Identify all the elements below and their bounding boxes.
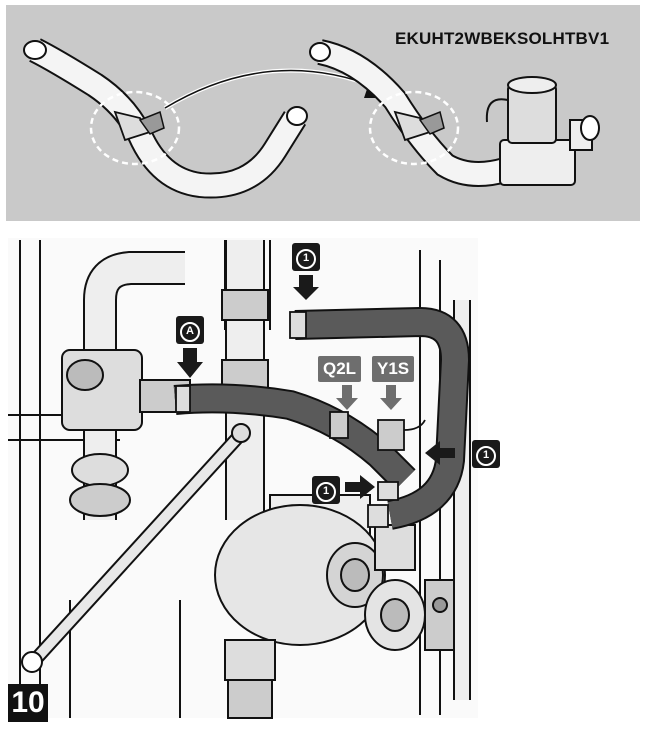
left-elbow-pipe: [83, 251, 185, 520]
callout-1-lower-text: 1: [316, 482, 336, 502]
diagonal-rod: [21, 423, 251, 673]
hose-clips: [175, 311, 399, 528]
y1s-valve: [377, 419, 426, 451]
dark-hose-upper: [294, 306, 471, 530]
q2l-sensor: [329, 411, 349, 439]
callout-1-right: 1: [472, 440, 500, 468]
callout-1-lower: 1: [312, 476, 340, 504]
callout-a-text: A: [180, 322, 200, 342]
left-clip-detail: [89, 90, 181, 166]
callout-1-top: 1: [292, 243, 320, 271]
center-vertical-pipe: [221, 240, 269, 520]
right-clip-detail: [368, 90, 460, 166]
circulation-pump: [214, 494, 386, 719]
y1s-tag: Y1S: [372, 356, 415, 382]
q2l-tag: Q2L: [318, 356, 362, 382]
model-code-label: EKUHT2WBEKSOLHTBV1: [395, 29, 610, 48]
figure-number: 10: [8, 684, 48, 722]
callout-1-top-text: 1: [296, 249, 316, 269]
solenoid-valve: [485, 76, 600, 186]
callout-1-right-text: 1: [476, 446, 496, 466]
secondary-valve: [364, 524, 456, 651]
left-bent-pipe: [23, 38, 308, 199]
dark-hose-lower: [173, 383, 416, 491]
callout-a: A: [176, 316, 204, 344]
three-way-valve: [61, 349, 191, 517]
pointer-arrows: [177, 275, 455, 499]
